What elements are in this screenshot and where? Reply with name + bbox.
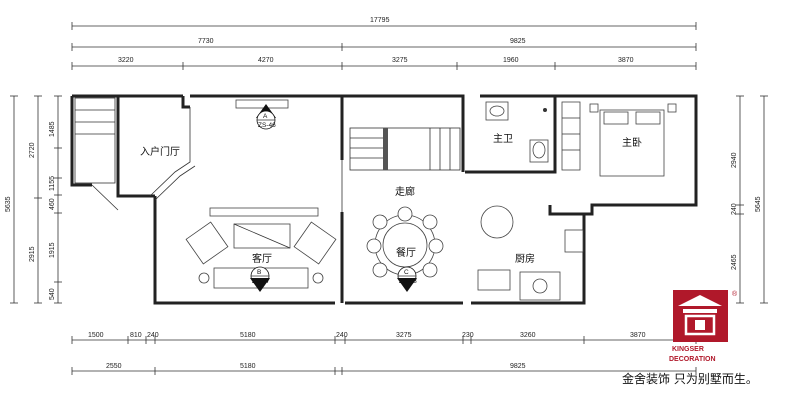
marker-c-code: ZS-48 — [399, 278, 417, 285]
dim-top-total: 17795 — [370, 17, 390, 24]
label-entrance: 入户门厅 — [140, 145, 180, 158]
dim-bottom-1: 1500 — [88, 332, 104, 339]
label-dining: 餐厅 — [396, 246, 416, 259]
kitchen-furniture — [477, 205, 584, 301]
entrance-door — [91, 107, 196, 211]
dim-left-inner-3: 1155 — [49, 176, 56, 191]
dim-bottom-8: 3260 — [520, 332, 536, 339]
top-dimensions: 17795 7730 9825 3220 4270 3275 1960 3870 — [71, 17, 697, 70]
dim-right-inner-1: 2940 — [731, 152, 738, 168]
dim-left-inner-1: 1485 — [49, 121, 56, 137]
bedroom-furniture — [561, 101, 677, 177]
kingser-logo: ® — [673, 290, 738, 342]
label-living: 客厅 — [252, 252, 272, 265]
brand-sub: DECORATION — [669, 356, 716, 363]
dim-top-inner-3: 3275 — [392, 57, 408, 64]
dim-left-outer-1: 5635 — [5, 196, 12, 212]
left-stair — [74, 97, 116, 184]
dim-bottom-mid-1: 2550 — [106, 363, 122, 370]
dim-right-outer-1: 5645 — [755, 196, 762, 212]
marker-a-code: ZS-46 — [258, 122, 276, 129]
dim-left-inner-5: 1915 — [49, 242, 56, 258]
dim-top-mid-1: 7730 — [198, 38, 214, 45]
dim-bottom-mid-3: 9825 — [510, 363, 526, 370]
marker-b-code: ZS-47 — [252, 278, 270, 285]
dim-bottom-5: 240 — [336, 332, 348, 339]
view-marker-c: C ZS-48 — [397, 266, 417, 292]
logo-registered: ® — [732, 290, 738, 298]
label-corridor: 走廊 — [395, 185, 415, 198]
label-kitchen: 厨房 — [515, 252, 535, 265]
dim-bottom-6: 3275 — [396, 332, 412, 339]
dim-bottom-3: 240 — [147, 332, 159, 339]
dim-bottom-9: 3870 — [630, 332, 646, 339]
bottom-dimensions: 1500 810 240 5180 240 3275 230 3260 3870… — [71, 332, 697, 375]
dim-left-outer-2: 2915 — [29, 246, 36, 262]
dim-top-inner-5: 3870 — [618, 57, 634, 64]
dim-left-inner-4: 460 — [49, 198, 56, 210]
dim-top-inner-2: 4270 — [258, 57, 274, 64]
left-dimensions: 5635 2915 1485 2720 1155 460 1915 540 — [5, 95, 62, 304]
central-stair — [349, 127, 461, 171]
brand-name: KINGSER — [672, 346, 704, 353]
view-marker-a: A ZS-46 — [256, 104, 276, 130]
marker-b-letter: B — [257, 269, 261, 276]
dim-top-inner-1: 3220 — [118, 57, 134, 64]
label-bedroom: 主卧 — [622, 136, 642, 149]
label-bath: 主卫 — [493, 133, 513, 145]
view-marker-b: B ZS-47 — [250, 266, 270, 292]
dining-furniture — [366, 206, 444, 278]
marker-a-letter: A — [263, 113, 268, 120]
dim-bottom-4: 5180 — [240, 332, 256, 339]
dim-top-mid-2: 9825 — [510, 38, 526, 45]
walls — [70, 94, 698, 305]
marker-c-letter: C — [404, 269, 409, 276]
dim-right-inner-2: 240 — [731, 203, 738, 215]
dim-bottom-7: 230 — [462, 332, 474, 339]
dim-top-inner-4: 1960 — [503, 57, 519, 64]
dim-left-inner-6: 540 — [49, 288, 56, 300]
right-dimensions: 2940 240 2465 5645 — [731, 95, 768, 304]
brand-slogan: 金舍装饰 只为别墅而生。 — [622, 371, 758, 386]
dim-right-inner-3: 2465 — [731, 254, 738, 270]
dim-bottom-2: 810 — [130, 332, 142, 339]
dim-left-inner-2: 2720 — [29, 142, 36, 158]
bath-fixtures — [485, 101, 549, 163]
dim-bottom-mid-2: 5180 — [240, 363, 256, 370]
